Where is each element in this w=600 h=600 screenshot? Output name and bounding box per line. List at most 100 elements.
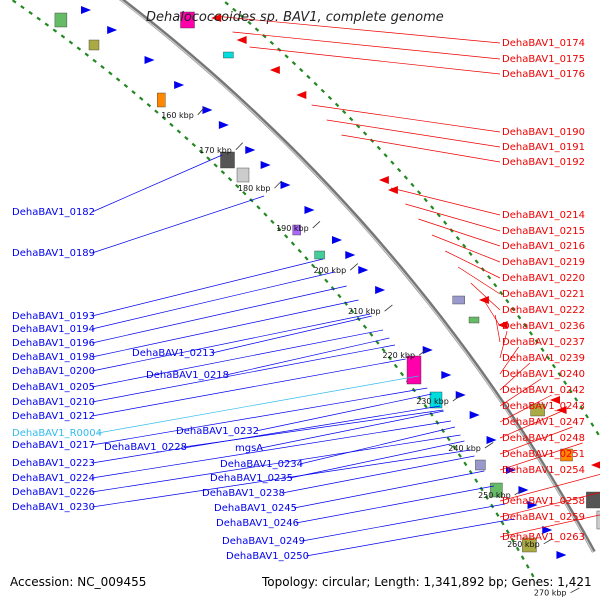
gene-label: DehaBAV1_0226 (12, 487, 95, 498)
gene-leader-line (499, 330, 508, 359)
gene-label: DehaBAV1_0189 (12, 248, 95, 259)
forward-gene-arrow (469, 411, 480, 419)
gene-label: DehaBAV1_0200 (12, 366, 95, 377)
gene-leader-line (301, 503, 506, 542)
gene-label: DehaBAV1_0243 (502, 401, 585, 412)
gene-leader-line (418, 218, 501, 247)
forward-gene-arrow (542, 526, 553, 534)
gene-label: DehaBAV1_0235 (210, 473, 293, 484)
cog-feature-box (490, 482, 503, 498)
cog-feature-box (429, 391, 443, 409)
forward-gene-arrow (144, 56, 155, 64)
axis-tick-label: 160 kbp (161, 111, 194, 120)
gene-label: DehaBAV1_0192 (502, 157, 585, 168)
axis-tick-label: 270 kbp (534, 589, 567, 598)
gene-leader-line (211, 315, 372, 354)
cog-feature-box (475, 459, 486, 471)
gene-leader-line (213, 15, 501, 44)
axis-tick-mark (543, 538, 553, 545)
cog-feature-box (522, 537, 537, 553)
axis-tick-label: 260 kbp (507, 540, 540, 549)
gene-leader-line (499, 492, 600, 518)
gene-label: mgsA (235, 443, 263, 454)
gc-skew-ring (10, 0, 538, 584)
gene-leader-line (470, 282, 501, 311)
axis-tick-label: 230 kbp (416, 397, 449, 406)
gene-label: DehaBAV1_0259 (502, 512, 585, 523)
forward-gene-arrow (107, 26, 118, 34)
gene-label: DehaBAV1_0223 (12, 458, 95, 469)
gene-leader-line (295, 485, 494, 524)
gene-label: DehaBAV1_0210 (12, 397, 95, 408)
cog-feature-box (88, 39, 100, 51)
axis-tick-mark (418, 348, 428, 356)
gene-leader-line (289, 440, 465, 479)
forward-gene-arrow (505, 466, 516, 474)
forward-gene-arrow (486, 436, 497, 444)
gene-label: DehaBAV1_0263 (502, 532, 585, 543)
gene-leader-line (326, 119, 501, 148)
gene-leader-line (183, 409, 444, 448)
gene-leader-line (311, 104, 501, 133)
forward-gene-arrow (202, 106, 213, 114)
gene-label: DehaBAV1_0238 (202, 488, 285, 499)
forward-gene-arrow (556, 551, 567, 559)
forward-gene-arrow (245, 146, 256, 154)
axis-tick-label: 210 kbp (348, 307, 381, 316)
gene-label: DehaBAV1_0247 (502, 417, 585, 428)
gene-leader-line (391, 187, 501, 216)
gene-leader-line (281, 455, 475, 494)
genome-backbone-arc (119, 0, 596, 553)
gene-label: DehaBAV1_0219 (502, 257, 585, 268)
gene-label: DehaBAV1_0205 (12, 382, 95, 393)
gene-leader-line (91, 449, 471, 508)
gene-label: DehaBAV1_0214 (502, 210, 585, 221)
genome-summary-text: Topology: circular; Length: 1,341,892 bp… (262, 575, 592, 589)
gene-leader-line (232, 31, 501, 60)
gene-leader-line (445, 250, 501, 279)
gene-leader-line (91, 271, 335, 330)
axis-tick-label: 220 kbp (382, 351, 415, 360)
gene-leader-line (499, 410, 563, 439)
gene-leader-line (499, 346, 519, 375)
gene-leader-line (499, 362, 531, 391)
cog-feature-box (452, 295, 465, 305)
gene-label: DehaBAV1_0215 (502, 226, 585, 237)
cog-feature-box (530, 403, 545, 417)
forward-gene-arrow (358, 266, 369, 274)
gene-label: DehaBAV1_0249 (222, 536, 305, 547)
gene-leader-line (305, 518, 515, 557)
gene-leader-line (91, 285, 347, 344)
gene-label: DehaBAV1_0248 (502, 433, 585, 444)
forward-gene-arrow (527, 501, 538, 509)
reverse-gene-arrow (296, 91, 307, 99)
cog-feature-box (54, 12, 68, 28)
gene-label: DehaBAV1_0198 (12, 352, 95, 363)
gene-leader-line (91, 154, 223, 213)
gene-leader-line (91, 195, 265, 254)
axis-tick-label: 200 kbp (314, 266, 347, 275)
axis-tick-mark (452, 394, 462, 402)
axis-tick-mark (349, 263, 359, 271)
gene-leader-line (249, 46, 501, 75)
axis-tick-mark (514, 489, 524, 496)
forward-gene-arrow (331, 236, 342, 244)
gene-label: DehaBAV1_0176 (502, 69, 585, 80)
cog-feature-box (180, 11, 195, 29)
gene-label: DehaBAV1_0236 (502, 321, 585, 332)
gene-leader-line (457, 266, 501, 295)
reverse-gene-arrow (591, 461, 600, 469)
axis-tick-mark (384, 304, 393, 312)
reverse-gene-arrow (378, 176, 389, 184)
gene-leader-line (91, 344, 395, 403)
forward-gene-arrow (280, 181, 291, 189)
axis-tick-mark (274, 180, 282, 189)
gene-leader-line (499, 394, 552, 423)
gene-label: DehaBAV1_0258 (502, 496, 585, 507)
cog-feature-box (406, 355, 422, 385)
gene-leader-line (91, 420, 451, 479)
gene-label: DehaBAV1_0213 (132, 348, 215, 359)
gene-label: DehaBAV1_0232 (176, 426, 259, 437)
gene-label: DehaBAV1_0230 (12, 502, 95, 513)
